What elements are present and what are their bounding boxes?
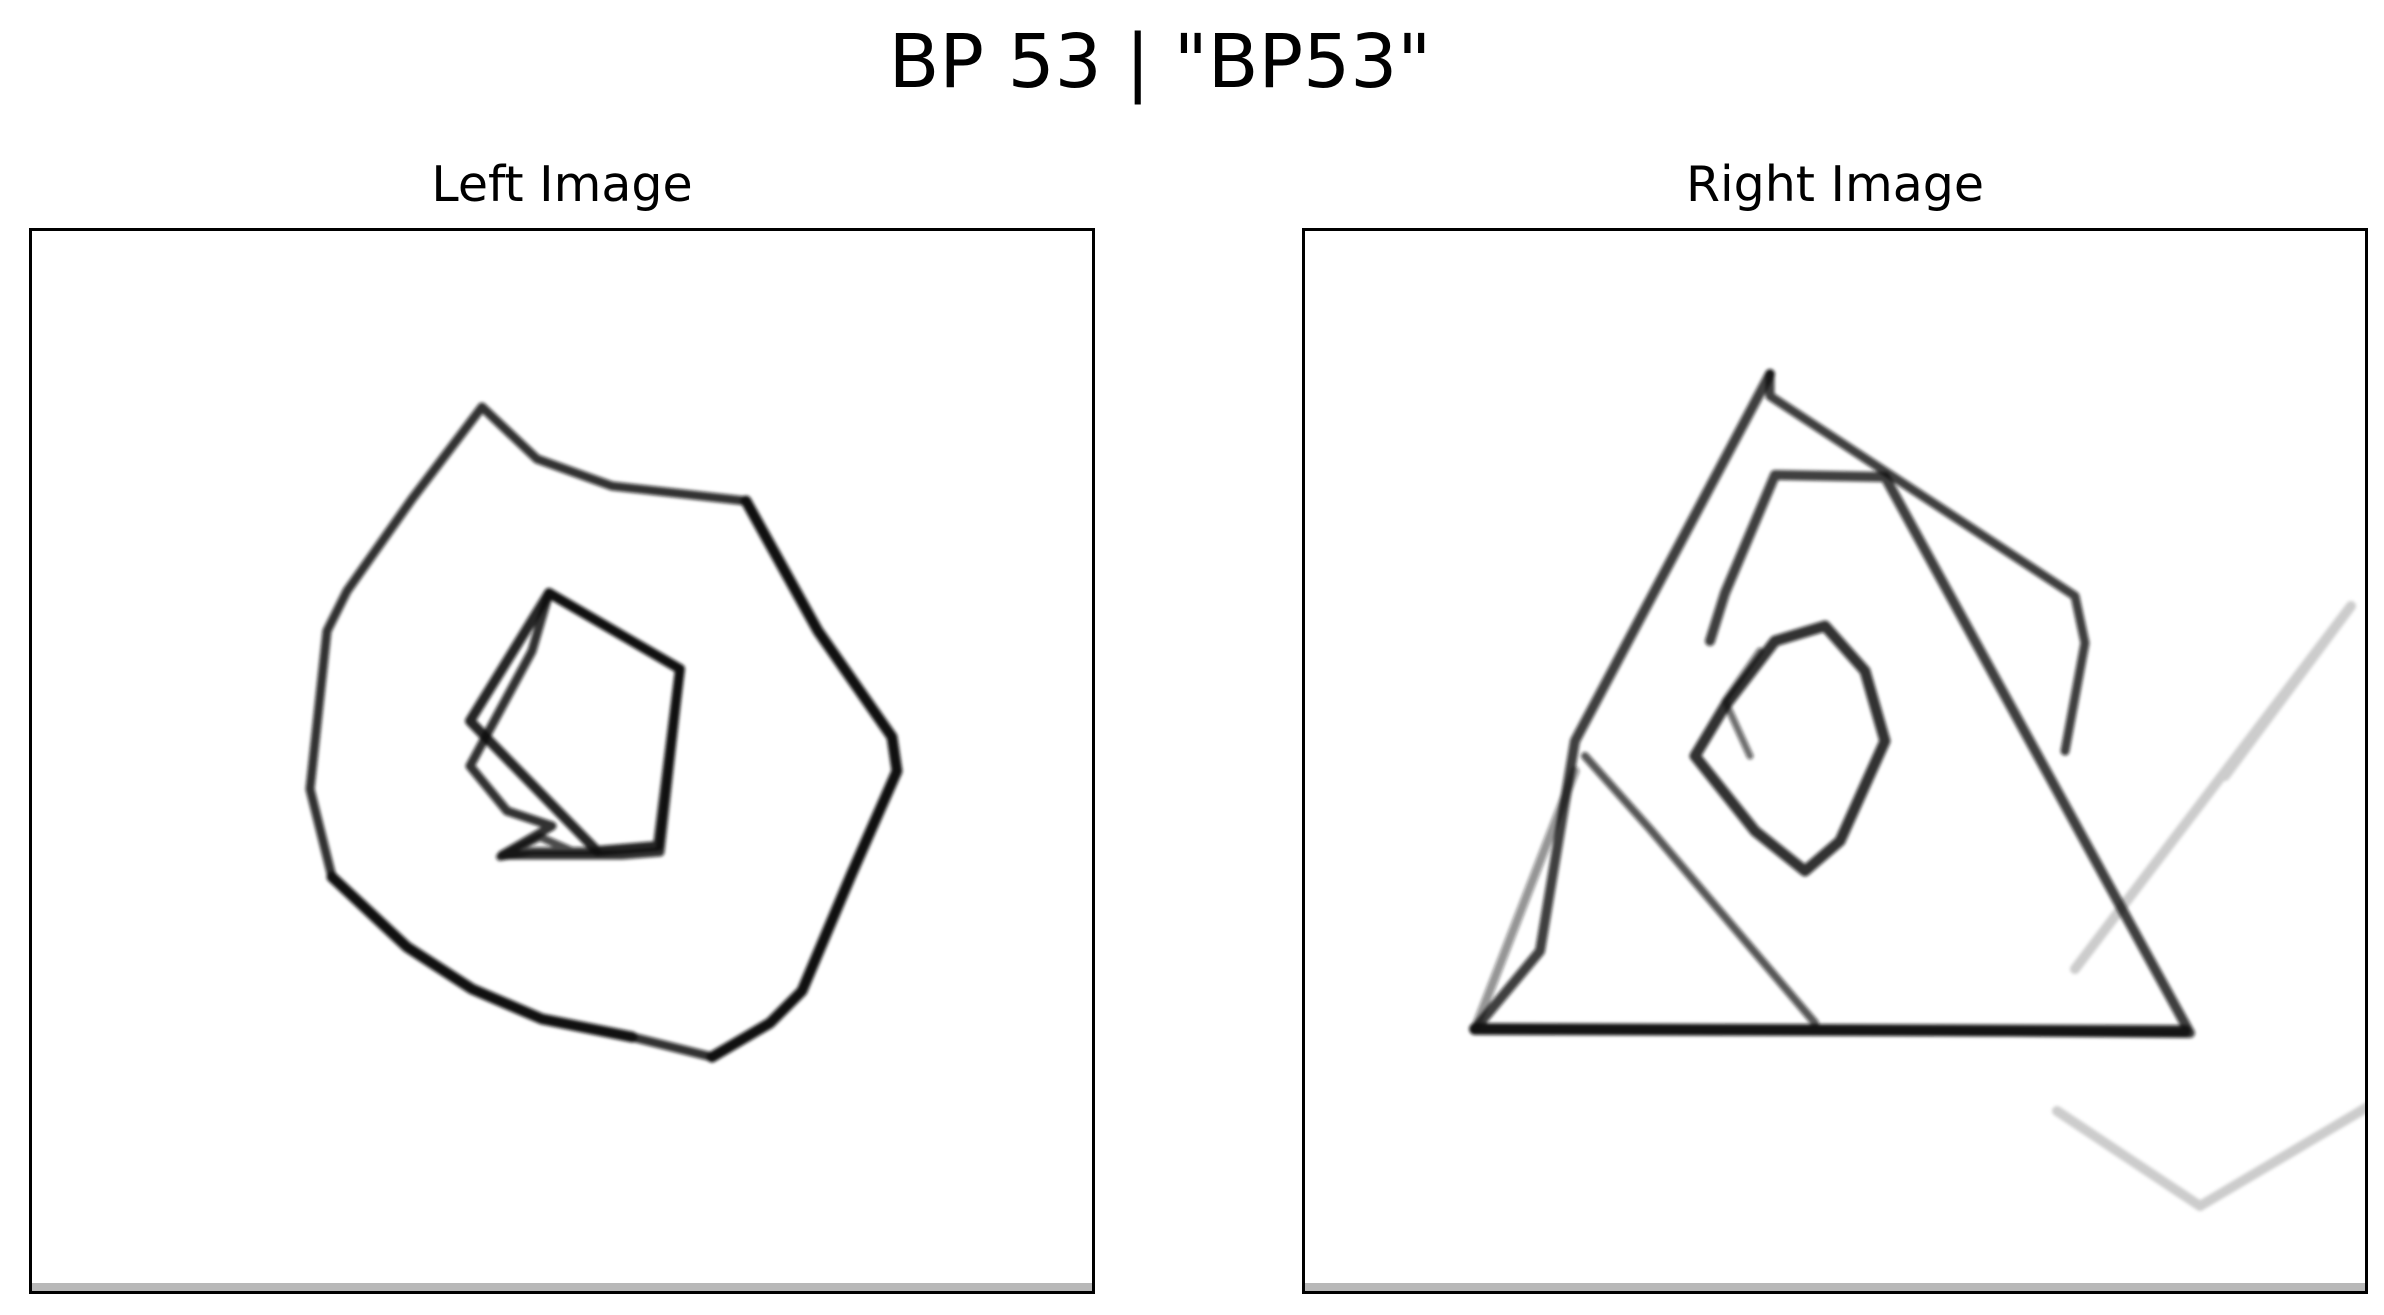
outer-spiral-edge <box>2052 601 2365 1211</box>
spiral-mid-arm <box>1581 752 1819 1027</box>
triangle-left-side <box>1470 766 1580 1034</box>
left-panel-floor <box>32 1283 1092 1291</box>
left-panel-title: Left Image <box>431 156 693 213</box>
figure-title: BP 53 | "BP53" <box>888 19 1432 105</box>
inner-polygon-tail <box>496 833 601 861</box>
right-image-panel <box>1302 228 2368 1294</box>
right-image-drawing <box>1469 369 2365 1211</box>
outer-polygon-shape <box>305 402 902 1062</box>
right-panel-floor <box>1305 1283 2365 1291</box>
outer-polygon-dark-bottom <box>326 871 638 1043</box>
inner-polygon-shape <box>465 588 685 860</box>
outer-polygon-dark-edge <box>706 495 903 1063</box>
left-image-panel <box>29 228 1095 1294</box>
spiral-outer-arm <box>1470 369 2195 1038</box>
spiral-top-arm <box>1765 369 2090 756</box>
spiral-inner-loop <box>1689 620 1891 877</box>
spiral-core <box>1721 647 1764 760</box>
left-image-drawing <box>305 402 903 1063</box>
triangle-base <box>1469 1023 2191 1037</box>
inner-polygon-loop <box>465 588 685 856</box>
right-panel-title: Right Image <box>1685 156 1985 213</box>
